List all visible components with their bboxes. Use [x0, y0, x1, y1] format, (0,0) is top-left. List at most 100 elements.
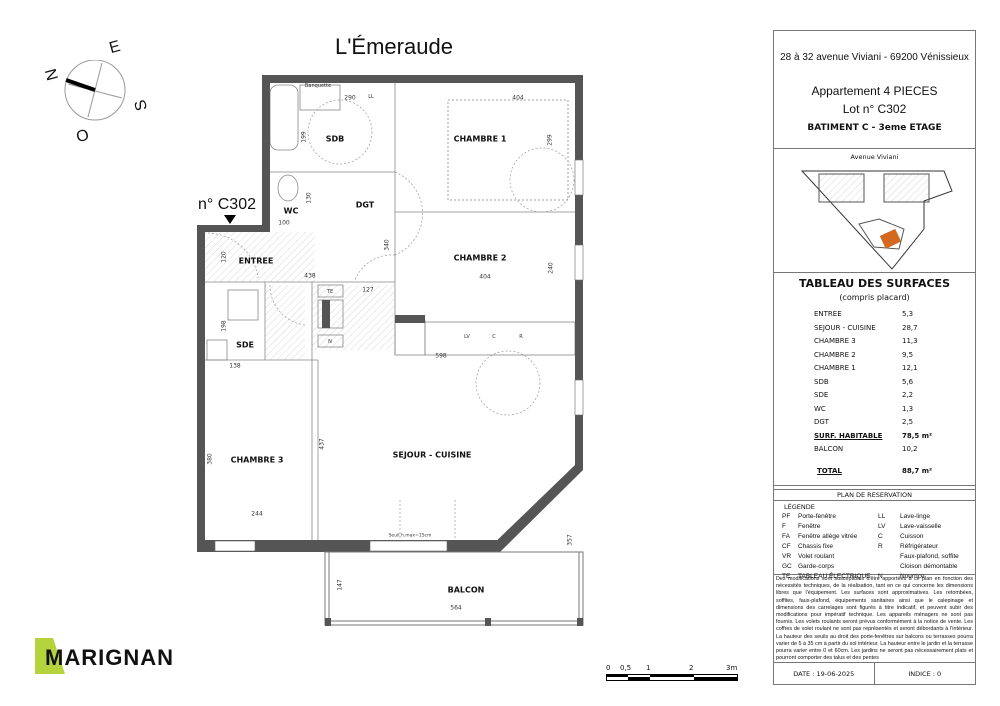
- surface-value: 5,6: [902, 377, 914, 386]
- legend-cell: TE: [782, 573, 791, 580]
- date: DATE : 19-06-2025: [774, 663, 875, 685]
- dimension: 199: [300, 131, 308, 143]
- legend-cell: Cuisson: [900, 533, 924, 540]
- legend-title: LÉGENDE: [784, 503, 815, 511]
- banquette-label: Banquette: [304, 83, 332, 89]
- surfaces-title: TABLEAU DES SURFACES: [798, 277, 950, 290]
- dimension: 244: [251, 510, 263, 518]
- plan-title: PLAN DE RESERVATION: [836, 491, 913, 499]
- scale-tick: 1: [646, 664, 651, 672]
- legend-cell: Chassis fixe: [798, 543, 834, 550]
- legend-cell: [878, 552, 900, 562]
- appliance-te: TE: [326, 289, 334, 295]
- surface-value: 1,3: [902, 404, 914, 413]
- seuil-label: Seuil h.max=15cm: [388, 533, 432, 539]
- dimension: 299: [546, 134, 554, 146]
- surface-name: CHAMBRE 2: [814, 350, 856, 359]
- legend-cell: FA: [782, 533, 790, 540]
- dimension: 120: [220, 251, 228, 263]
- surface-name: WC: [814, 404, 826, 413]
- dimension: 380: [206, 453, 214, 465]
- legend-cell: Lave-vaisselle: [900, 523, 942, 530]
- surface-name: TOTAL: [817, 466, 842, 475]
- surface-name: SURF. HABITABLE: [814, 431, 883, 440]
- legend-cell: Nourrice: [900, 573, 925, 580]
- room-dgt: DGT: [355, 200, 375, 210]
- surface-value: 88,7 m²: [902, 466, 933, 475]
- legend-cell: F: [782, 523, 786, 530]
- dimension: 127: [362, 286, 374, 294]
- surface-row: DGT 2,5: [774, 416, 975, 430]
- dimension: 340: [383, 239, 391, 251]
- room-sde: SDE: [236, 340, 254, 350]
- room-chambre-3: CHAMBRE 3: [230, 455, 284, 465]
- lot-number: Lot n° C302: [842, 102, 907, 116]
- site-plan: [800, 170, 953, 270]
- legend-cell: LV: [878, 523, 886, 530]
- room-entree: ENTREE: [238, 256, 274, 266]
- surface-value: 2,5: [902, 418, 914, 426]
- dimension: 130: [305, 192, 313, 204]
- dimension: 147: [336, 579, 344, 591]
- appliance-lv: LV: [464, 334, 470, 340]
- dimension: 100: [278, 219, 290, 227]
- floor-plan: [197, 75, 584, 626]
- dimension: 598: [435, 352, 447, 360]
- dimension: 138: [229, 362, 241, 370]
- site-street: Avenue Viviani: [850, 153, 899, 161]
- scale-tick: 2: [689, 664, 694, 672]
- apartment-type: Appartement 4 PIECES: [811, 84, 938, 98]
- legend-cell: C: [878, 533, 883, 540]
- logo-text: MARIGNAN: [45, 645, 174, 670]
- surface-name: DGT: [814, 418, 829, 426]
- appliance-c: C: [492, 334, 496, 340]
- scale-tick: 0: [606, 664, 611, 672]
- project-title: L'Émeraude: [335, 34, 453, 59]
- dimension: 564: [450, 604, 462, 612]
- dimension: 357: [566, 534, 574, 546]
- dimension: 290: [344, 94, 356, 102]
- dimension: 240: [547, 262, 555, 274]
- legend-cell: Réfrigérateur: [900, 543, 938, 550]
- room-wc: WC: [283, 206, 299, 216]
- surface-value: 78,5 m²: [902, 431, 933, 440]
- legend-cell: Fenêtre: [798, 523, 821, 530]
- legend-cell: N: [878, 573, 883, 580]
- surface-value: 10,2: [902, 445, 918, 453]
- legend-cell: PF: [782, 513, 791, 520]
- lot-highlight: [879, 228, 902, 249]
- disclaimer: Des modifications sont susceptibles d'êt…: [776, 576, 973, 662]
- legend-cell: Cloison démontable: [900, 563, 958, 570]
- room-sdb: SDB: [325, 134, 345, 144]
- appliance-ll: LL: [368, 94, 374, 100]
- surface-value: 9,5: [902, 350, 914, 359]
- legend-cell: Volet roulant: [798, 553, 835, 560]
- surface-name: BALCON: [814, 445, 844, 453]
- entrance-arrow-icon: [224, 215, 236, 224]
- room-chambre-2: CHAMBRE 2: [453, 253, 507, 263]
- scale-tick: 0,5: [620, 664, 632, 672]
- surface-row-habitable: SURF. HABITABLE 78,5 m²: [774, 430, 975, 444]
- indice: INDICE : 0: [908, 670, 942, 678]
- dimension: 404: [512, 94, 524, 102]
- dimension: 198: [220, 320, 228, 332]
- legend-cell: Lave-linge: [900, 513, 930, 520]
- legend-cell: [878, 562, 900, 572]
- surface-value: 2,2: [902, 391, 914, 399]
- legend-cell: TABLEAU ÉLECTRIQUE: [798, 573, 871, 580]
- room-balcon: BALCON: [447, 585, 485, 595]
- surface-row: WC 1,3: [774, 403, 975, 417]
- room-sejour-cuisine: SEJOUR - CUISINE: [392, 450, 472, 460]
- dimension: 437: [318, 438, 326, 450]
- legend-cell: Faux-plafond, soffite: [900, 553, 959, 560]
- surface-name: SEJOUR - CUISINE: [814, 323, 876, 332]
- surface-name: ENTREE: [814, 310, 842, 318]
- dimension: 438: [304, 272, 316, 280]
- surface-row: CHAMBRE 2 9,5: [774, 349, 975, 363]
- scale-bar: [606, 674, 738, 681]
